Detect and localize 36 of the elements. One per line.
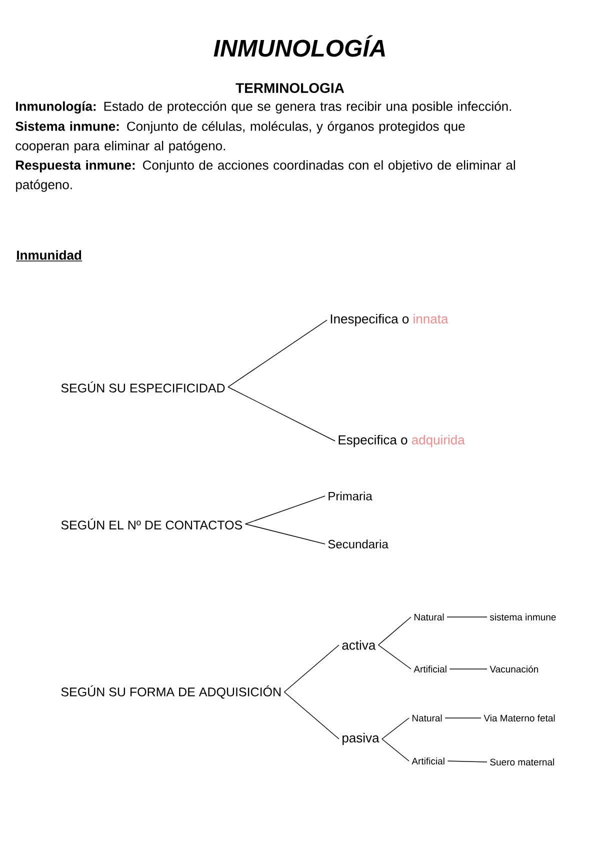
branch-line (382, 738, 410, 762)
branch-line (284, 644, 340, 692)
branch-label: activa (342, 640, 376, 650)
definition-text: Respuesta inmune: Conjunto de acciones coordinadas con el objetivo de eliminar al patógeno. (16, 160, 515, 192)
branch-line (244, 524, 326, 544)
branch-line (447, 760, 488, 762)
leaf-label: Suero maternal (490, 758, 554, 766)
branch-line (284, 692, 340, 740)
leaf-label: Artificial (412, 758, 444, 764)
branch-label: Primaria (328, 492, 372, 500)
leaf-label: sistema inmune (490, 614, 556, 620)
definition-text: Sistema inmune: Conjunto de células, moléculas, y órganos protegidos que cooperan para eliminar al patógeno. (16, 121, 465, 153)
branch-line (244, 496, 326, 524)
leaf-label: Vacunación (490, 665, 538, 673)
category-label: SEGÚN SU ESPECIFICIDAD (61, 382, 225, 392)
branch-label: pasiva (342, 732, 380, 746)
branch-line (382, 718, 410, 740)
branch-label: Especifica o adquirida (338, 434, 465, 448)
branch-line (378, 616, 412, 646)
leaf-label: Artificial (414, 666, 446, 672)
leaf-label: Via Materno fetal (484, 714, 555, 722)
branch-label: Inespecifica o innata (330, 314, 448, 326)
category-label: SEGÚN SU FORMA DE ADQUISICIÓN (61, 685, 281, 699)
branch-line (378, 644, 412, 670)
branch-line (228, 320, 328, 388)
leaf-label: Natural (414, 614, 444, 620)
section-heading: TERMINOLOGIA (236, 83, 344, 93)
leaf-label: Natural (412, 714, 442, 722)
definition-text: Inmunología: Estado de protección que se genera tras recibir una posible infección. (16, 101, 512, 114)
branch-line (449, 668, 488, 670)
branch-line (446, 616, 488, 618)
underlined-heading: Inmunidad (16, 250, 83, 262)
category-label: SEGÚN EL Nº DE CONTACTOS (61, 518, 242, 530)
title: INMUNOLOGÍA (214, 35, 385, 57)
branch-line (228, 386, 336, 442)
branch-label: Secundaria (328, 540, 388, 548)
